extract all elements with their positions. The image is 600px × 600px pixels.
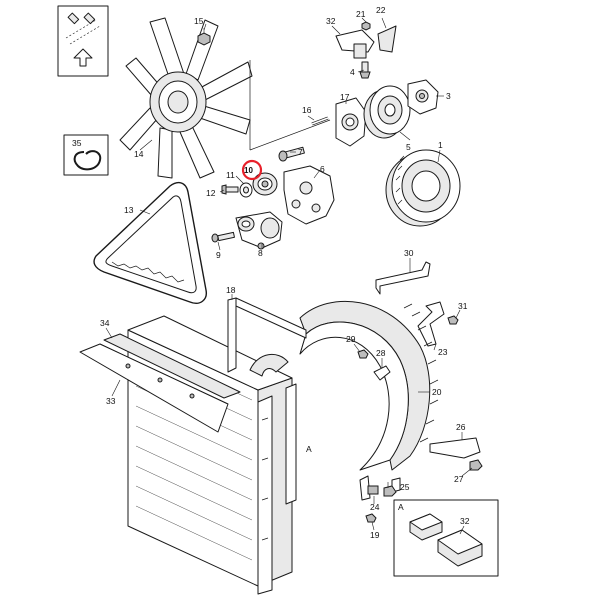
callout-8: 8 (258, 248, 263, 258)
callout-19: 19 (370, 530, 380, 540)
callout-32-inset: 32 (460, 516, 470, 526)
callout-32: 32 (326, 16, 336, 26)
callout-1: 1 (438, 140, 443, 150)
callout-16: 16 (302, 105, 312, 115)
pulley-1 (385, 149, 461, 227)
callout-labels: 1 3 4 5 6 7 8 9 10 11 12 13 14 15 16 17 … (72, 5, 470, 540)
stud-16 (311, 116, 329, 126)
detail-inset-a (393, 499, 499, 577)
callout-25: 25 (400, 482, 410, 492)
callout-15: 15 (194, 16, 204, 26)
part-35-inset (63, 134, 109, 176)
callout-20: 20 (432, 387, 442, 397)
callout-4: 4 (350, 67, 355, 77)
callout-14: 14 (134, 149, 144, 159)
belt-13 (93, 181, 207, 304)
bracket-23 (417, 301, 459, 347)
callout-10: 10 (244, 166, 253, 175)
callout-12: 12 (206, 188, 216, 198)
view-marker-a: A (306, 444, 312, 454)
callout-6: 6 (320, 164, 325, 174)
callout-21: 21 (356, 9, 366, 19)
callout-28: 28 (376, 348, 386, 358)
callout-9: 9 (216, 250, 221, 260)
callout-22: 22 (376, 5, 386, 15)
callout-5: 5 (406, 142, 411, 152)
callout-35: 35 (72, 138, 82, 148)
callout-31: 31 (458, 301, 468, 311)
callout-33: 33 (106, 396, 116, 406)
callout-24: 24 (370, 502, 380, 512)
view-marker-a-inset: A (398, 502, 404, 512)
callout-3: 3 (446, 91, 451, 101)
bolt-15 (197, 28, 211, 46)
callout-7: 7 (298, 147, 303, 157)
tensioner-assembly (211, 146, 335, 250)
arrow-up-icon (73, 48, 93, 67)
highlight-ring (241, 159, 263, 181)
callout-23: 23 (438, 347, 448, 357)
leader-lines (105, 17, 473, 535)
radiator-assembly (79, 297, 401, 595)
callout-17: 17 (340, 92, 350, 102)
callout-34: 34 (100, 318, 110, 328)
pump-assembly (335, 79, 439, 147)
callout-30: 30 (404, 248, 414, 258)
callout-18: 18 (226, 285, 236, 295)
pipe-30 (375, 261, 431, 295)
callout-29: 29 (346, 334, 356, 344)
orientation-inset (57, 5, 109, 77)
bracket-32-22 (335, 21, 397, 79)
fan-shroud-20 (299, 300, 439, 471)
callout-13: 13 (124, 205, 134, 215)
bracket-26 (429, 437, 483, 471)
fan-14 (119, 17, 253, 179)
callout-27: 27 (454, 474, 464, 484)
callout-11: 11 (226, 170, 235, 180)
callout-26: 26 (456, 422, 466, 432)
